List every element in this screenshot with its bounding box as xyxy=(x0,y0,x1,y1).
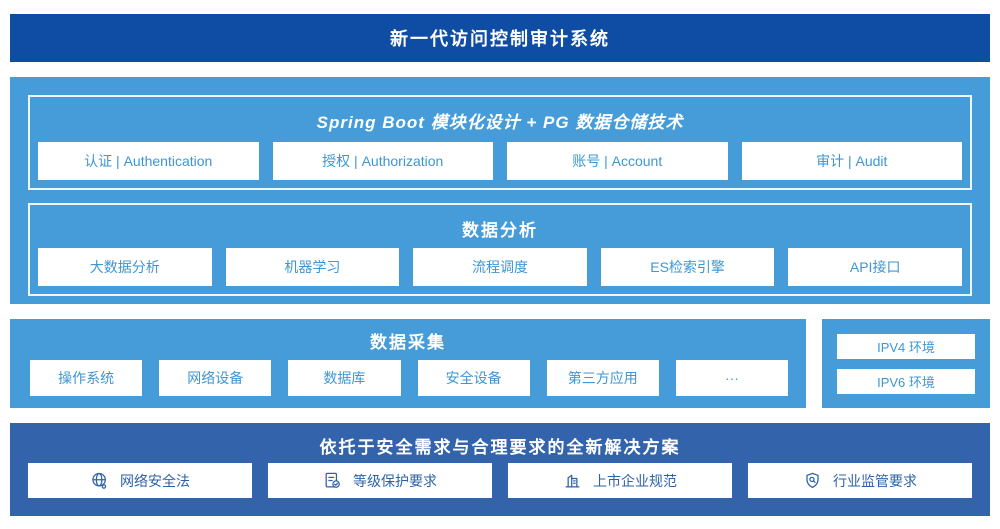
building-icon xyxy=(563,471,582,490)
platform-section: Spring Boot 模块化设计 + PG 数据仓储技术 认证 | Authe… xyxy=(10,77,990,304)
analysis-panel: 数据分析 大数据分析 机器学习 流程调度 ES检索引擎 API接口 xyxy=(28,203,972,296)
solution-box-label: 行业监管要求 xyxy=(833,472,917,489)
analysis-box-api: API接口 xyxy=(788,248,962,286)
modules-row: 认证 | Authentication 授权 | Authorization 账… xyxy=(38,142,962,180)
analysis-box-bigdata: 大数据分析 xyxy=(38,248,212,286)
collection-box-os: 操作系统 xyxy=(30,360,143,396)
module-box-authorization: 授权 | Authorization xyxy=(272,142,493,180)
module-box-account: 账号 | Account xyxy=(507,142,728,180)
solution-box-cybersecurity-law: 网络安全法 xyxy=(28,463,252,498)
collection-box-network-device: 网络设备 xyxy=(159,360,272,396)
collection-section: 数据采集 操作系统 网络设备 数据库 安全设备 第三方应用 ··· xyxy=(10,319,806,408)
document-check-icon xyxy=(323,471,342,490)
solution-box-industry-regulation: 行业监管要求 xyxy=(748,463,972,498)
modules-panel-title: Spring Boot 模块化设计 + PG 数据仓储技术 xyxy=(316,113,684,132)
analysis-panel-title: 数据分析 xyxy=(462,221,538,240)
solution-title: 依托于安全需求与合理要求的全新解决方案 xyxy=(319,438,681,457)
collection-box-database: 数据库 xyxy=(288,360,401,396)
collection-box-thirdparty: 第三方应用 xyxy=(546,360,659,396)
env-box-ipv4: IPV4 环境 xyxy=(837,333,975,359)
collection-box-security-device: 安全设备 xyxy=(417,360,530,396)
system-title: 新一代访问控制审计系统 xyxy=(390,29,610,49)
solution-box-label: 等级保护要求 xyxy=(353,472,437,489)
system-title-banner: 新一代访问控制审计系统 xyxy=(10,14,990,62)
analysis-box-workflow: 流程调度 xyxy=(413,248,587,286)
collection-box-more: ··· xyxy=(675,360,789,396)
analysis-box-es: ES检索引擎 xyxy=(600,248,775,286)
solution-box-label: 网络安全法 xyxy=(120,472,190,489)
collection-row: 操作系统 网络设备 数据库 安全设备 第三方应用 ··· xyxy=(30,360,789,396)
analysis-row: 大数据分析 机器学习 流程调度 ES检索引擎 API接口 xyxy=(38,248,962,286)
solution-box-label: 上市企业规范 xyxy=(593,472,677,489)
environment-panel: IPV4 环境 IPV6 环境 xyxy=(822,319,990,408)
module-box-authentication: 认证 | Authentication xyxy=(38,142,259,180)
env-box-ipv6: IPV6 环境 xyxy=(837,368,975,394)
module-box-audit: 审计 | Audit xyxy=(741,142,962,180)
shield-search-icon xyxy=(803,471,822,490)
solution-section: 依托于安全需求与合理要求的全新解决方案 网络安全法 xyxy=(10,423,990,516)
collection-title: 数据采集 xyxy=(370,333,446,352)
analysis-box-ml: 机器学习 xyxy=(225,248,400,286)
solution-row: 网络安全法 等级保护要求 xyxy=(28,463,972,498)
modules-panel: Spring Boot 模块化设计 + PG 数据仓储技术 认证 | Authe… xyxy=(28,95,972,190)
solution-box-classified-protection: 等级保护要求 xyxy=(268,463,492,498)
globe-icon xyxy=(90,471,109,490)
solution-box-listed-company: 上市企业规范 xyxy=(508,463,732,498)
